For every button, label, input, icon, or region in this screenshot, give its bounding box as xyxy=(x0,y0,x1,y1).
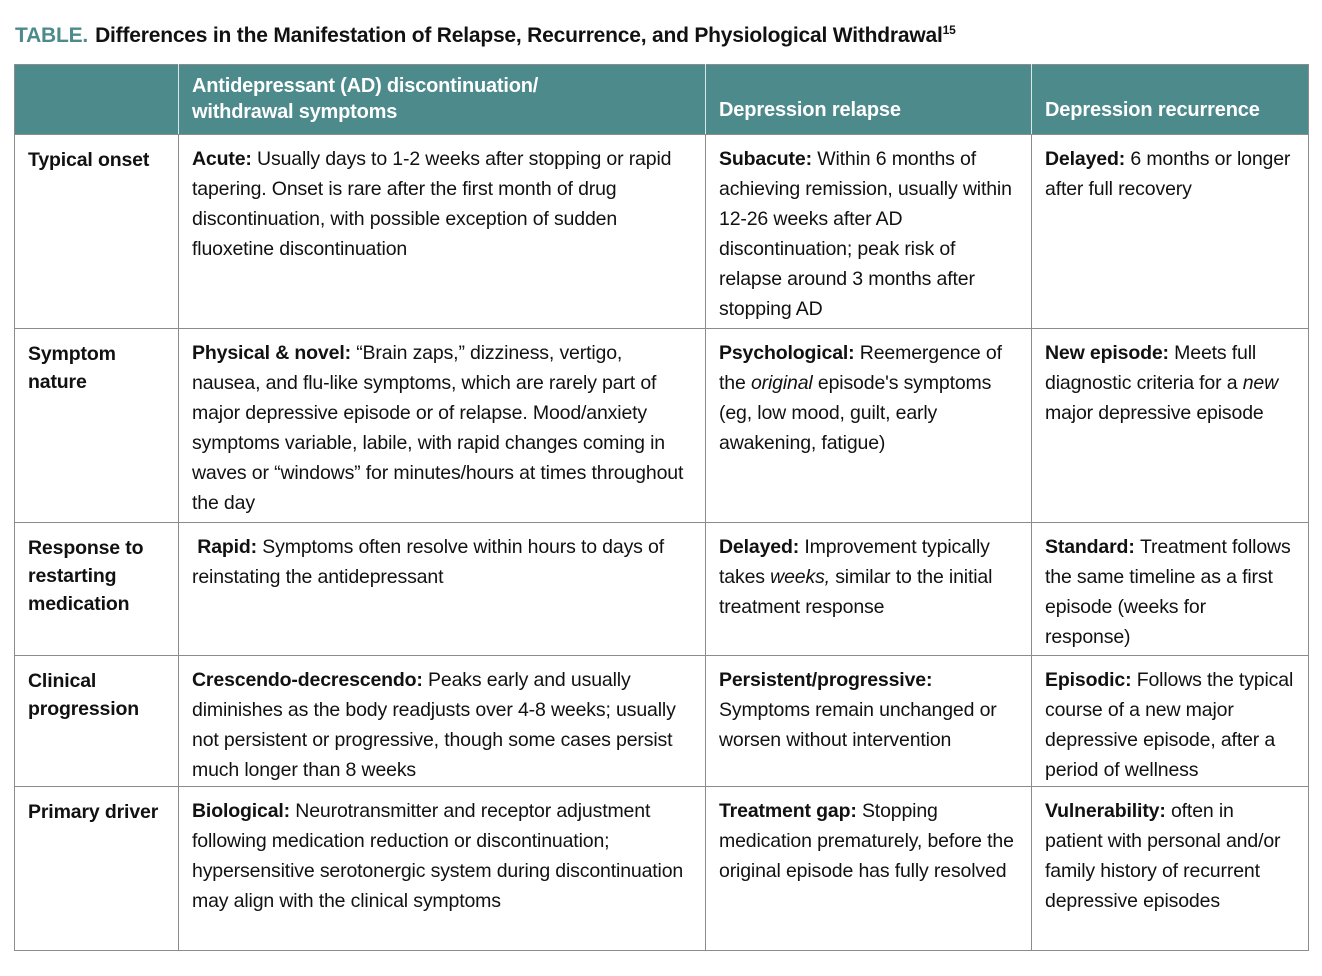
header-ad-line1: Antidepressant (AD) discontinuation/ xyxy=(192,75,539,97)
table-label: TABLE. xyxy=(15,24,89,47)
cell-recurrence: New episode: Meets full diagnostic crite… xyxy=(1031,328,1309,523)
header-cell-depression-recurrence: Depression recurrence xyxy=(1031,64,1309,135)
table-row-primary-driver: Primary driver Biological: Neurotransmit… xyxy=(14,786,1309,951)
cell-ad-withdrawal: Crescendo-decrescendo: Peaks early and u… xyxy=(178,655,706,787)
table-caption: TABLE. Differences in the Manifestation o… xyxy=(15,24,1308,48)
table-row-response-to-restarting-medication: Response to restarting medication Rapid:… xyxy=(14,522,1309,656)
cell-ad-withdrawal: Acute: Usually days to 1-2 weeks after s… xyxy=(178,134,706,329)
header-cell-depression-relapse: Depression relapse xyxy=(705,64,1032,135)
cell-relapse: Delayed: Improvement typically takes wee… xyxy=(705,522,1032,656)
table-row-symptom-nature: Symptom nature Physical & novel: “Brain … xyxy=(14,328,1309,523)
reference-superscript: 15 xyxy=(942,23,956,37)
table-title: Differences in the Manifestation of Rela… xyxy=(95,24,943,47)
cell-relapse: Subacute: Within 6 months of achieving r… xyxy=(705,134,1032,329)
row-label: Symptom nature xyxy=(14,328,179,523)
cell-relapse: Persistent/progressive: Symptoms remain … xyxy=(705,655,1032,787)
header-cell-ad-discontinuation: Antidepressant (AD) discontinuation/ wit… xyxy=(178,64,706,135)
row-label: Clinical progression xyxy=(14,655,179,787)
header-cell-empty xyxy=(14,64,179,135)
cell-recurrence: Vulnerability: often in patient with per… xyxy=(1031,786,1309,951)
header-row: Antidepressant (AD) discontinuation/ wit… xyxy=(14,64,1309,135)
cell-ad-withdrawal: Rapid: Symptoms often resolve within hou… xyxy=(178,522,706,656)
header-relapse-label: Depression relapse xyxy=(719,99,901,121)
cell-ad-withdrawal: Biological: Neurotransmitter and recepto… xyxy=(178,786,706,951)
cell-recurrence: Delayed: 6 months or longer after full r… xyxy=(1031,134,1309,329)
header-recurrence-label: Depression recurrence xyxy=(1045,99,1260,121)
comparison-table: Antidepressant (AD) discontinuation/ wit… xyxy=(14,64,1309,951)
row-label: Response to restarting medication xyxy=(14,522,179,656)
header-ad-line2: withdrawal symptoms xyxy=(192,101,398,123)
row-label: Typical onset xyxy=(14,134,179,329)
cell-recurrence: Episodic: Follows the typical course of … xyxy=(1031,655,1309,787)
table-row-typical-onset: Typical onset Acute: Usually days to 1-2… xyxy=(14,134,1309,329)
table-row-clinical-progression: Clinical progression Crescendo-decrescen… xyxy=(14,655,1309,787)
row-label: Primary driver xyxy=(14,786,179,951)
cell-ad-withdrawal: Physical & novel: “Brain zaps,” dizzines… xyxy=(178,328,706,523)
cell-relapse: Treatment gap: Stopping medication prema… xyxy=(705,786,1032,951)
cell-recurrence: Standard: Treatment follows the same tim… xyxy=(1031,522,1309,656)
cell-relapse: Psychological: Reemergence of the origin… xyxy=(705,328,1032,523)
